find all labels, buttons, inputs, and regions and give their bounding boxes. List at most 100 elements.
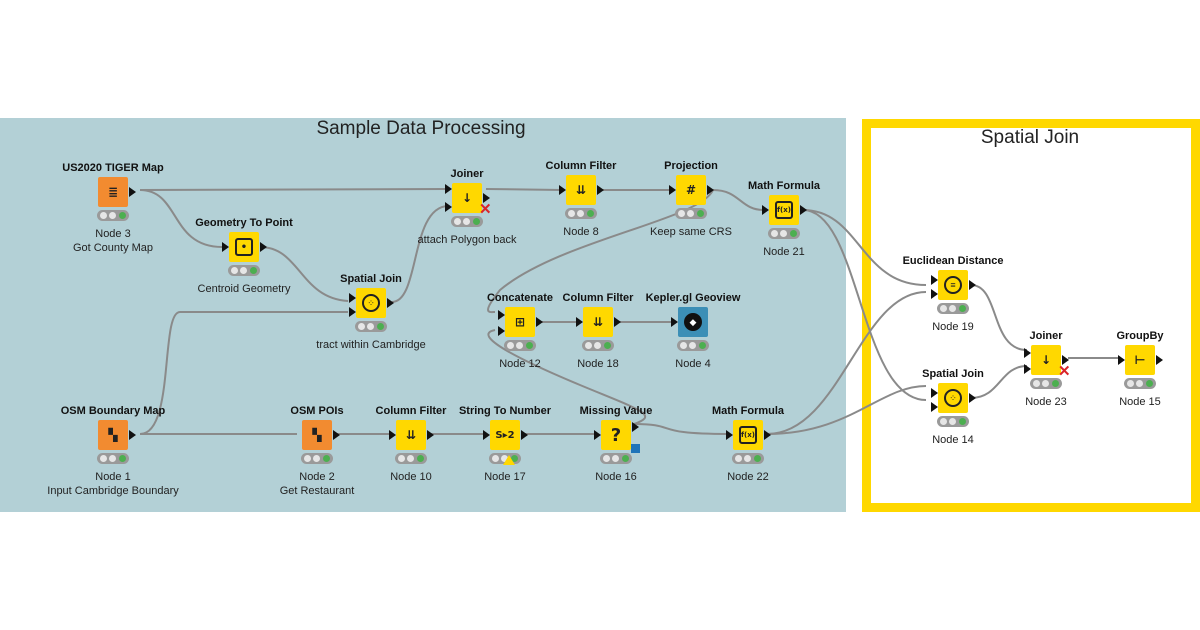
node-name: Column Filter [562,292,634,304]
status-traffic-light [1124,378,1156,389]
input-port[interactable] [498,326,505,336]
input-port[interactable] [389,430,396,440]
output-port[interactable] [764,430,771,440]
node-name: Projection [664,160,718,172]
node-label: Node 22 [727,471,769,483]
status-traffic-light [675,208,707,219]
input-port[interactable] [222,242,229,252]
input-port[interactable] [931,402,938,412]
node-name: Column Filter [375,405,447,417]
warning-icon [503,455,515,465]
joiner-icon: ↓ [452,183,482,213]
output-port[interactable] [129,430,136,440]
inactive-port-icon: ✕ [479,201,492,218]
kepler-icon: ◆ [678,307,708,337]
output-port[interactable] [614,317,621,327]
math-formula-icon: f(x) [769,195,799,225]
node-name: Concatenate [486,292,554,304]
output-port[interactable] [129,187,136,197]
node-name: Joiner [1029,330,1063,342]
output-port[interactable] [707,185,714,195]
status-traffic-light [768,228,800,239]
input-port[interactable] [669,185,676,195]
node-label: Node 10 [390,471,432,483]
node-label: Node 15 [1119,396,1161,408]
spatial-join-icon: ⁘ [356,288,386,318]
node-label: Node 16 [595,471,637,483]
output-port[interactable] [333,430,340,440]
node-name: Spatial Join [340,273,402,285]
status-traffic-light [97,453,129,464]
node-name: Spatial Join [922,368,984,380]
node-label: attach Polygon back [417,234,517,246]
output-port[interactable] [969,393,976,403]
node-name: US2020 TIGER Map [62,162,164,174]
input-port[interactable] [576,317,583,327]
node-label: Node 19 [932,321,974,333]
status-traffic-light [677,340,709,351]
concatenate-icon: ⊞ [505,307,535,337]
status-traffic-light [97,210,129,221]
output-port[interactable] [260,242,267,252]
node-label: Node 8 [563,226,599,238]
input-port[interactable] [1024,364,1031,374]
status-traffic-light [301,453,333,464]
status-traffic-light [937,416,969,427]
column-filter-icon: ⇊ [566,175,596,205]
node-label: Node 18 [577,358,619,370]
column-filter-icon: ⇊ [396,420,426,450]
output-port[interactable] [597,185,604,195]
output-port[interactable] [387,298,394,308]
geometry-to-point-icon: • [229,232,259,262]
output-port[interactable] [536,317,543,327]
input-port[interactable] [726,430,733,440]
input-port[interactable] [483,430,490,440]
output-port[interactable] [1156,355,1163,365]
input-port[interactable] [445,202,452,212]
input-port[interactable] [931,289,938,299]
inactive-port-icon: ✕ [1058,363,1071,380]
status-traffic-light [355,321,387,332]
output-port[interactable] [969,280,976,290]
node-label: tract within Cambridge [316,339,426,351]
annotation-title-right: Spatial Join [980,127,1080,148]
input-port[interactable] [594,430,601,440]
node-name: Math Formula [711,405,785,417]
node-label: Keep same CRS [650,226,732,238]
status-traffic-light [451,216,483,227]
input-port[interactable] [445,184,452,194]
euclidean-distance-icon: ≡ [938,270,968,300]
output-port[interactable] [427,430,434,440]
input-port[interactable] [671,317,678,327]
node-name: Kepler.gl Geoview [645,292,741,304]
output-port[interactable] [632,422,639,432]
input-port[interactable] [349,307,356,317]
input-port[interactable] [762,205,769,215]
output-port[interactable] [521,430,528,440]
node-name: OSM POIs [290,405,344,417]
node-label: Node 14 [932,434,974,446]
joiner-icon: ↓ [1031,345,1061,375]
output-port[interactable] [800,205,807,215]
input-port[interactable] [1118,355,1125,365]
node-label: Node 4 [675,358,711,370]
output-port[interactable] [483,193,490,203]
string-to-number-icon: S▸2 [490,420,520,450]
input-port[interactable] [349,293,356,303]
input-port[interactable] [559,185,566,195]
status-traffic-light [937,303,969,314]
model-port-icon[interactable] [631,444,640,453]
status-traffic-light [1030,378,1062,389]
input-port[interactable] [931,388,938,398]
column-filter-icon: ⇊ [583,307,613,337]
input-port[interactable] [931,275,938,285]
osm-icon: ▚ [302,420,332,450]
output-port[interactable] [1062,355,1069,365]
status-traffic-light [565,208,597,219]
input-port[interactable] [1024,348,1031,358]
node-label: Centroid Geometry [197,283,291,295]
node-name: Column Filter [545,160,617,172]
input-port[interactable] [498,310,505,320]
annotation-title-left: Sample Data Processing [316,118,526,139]
